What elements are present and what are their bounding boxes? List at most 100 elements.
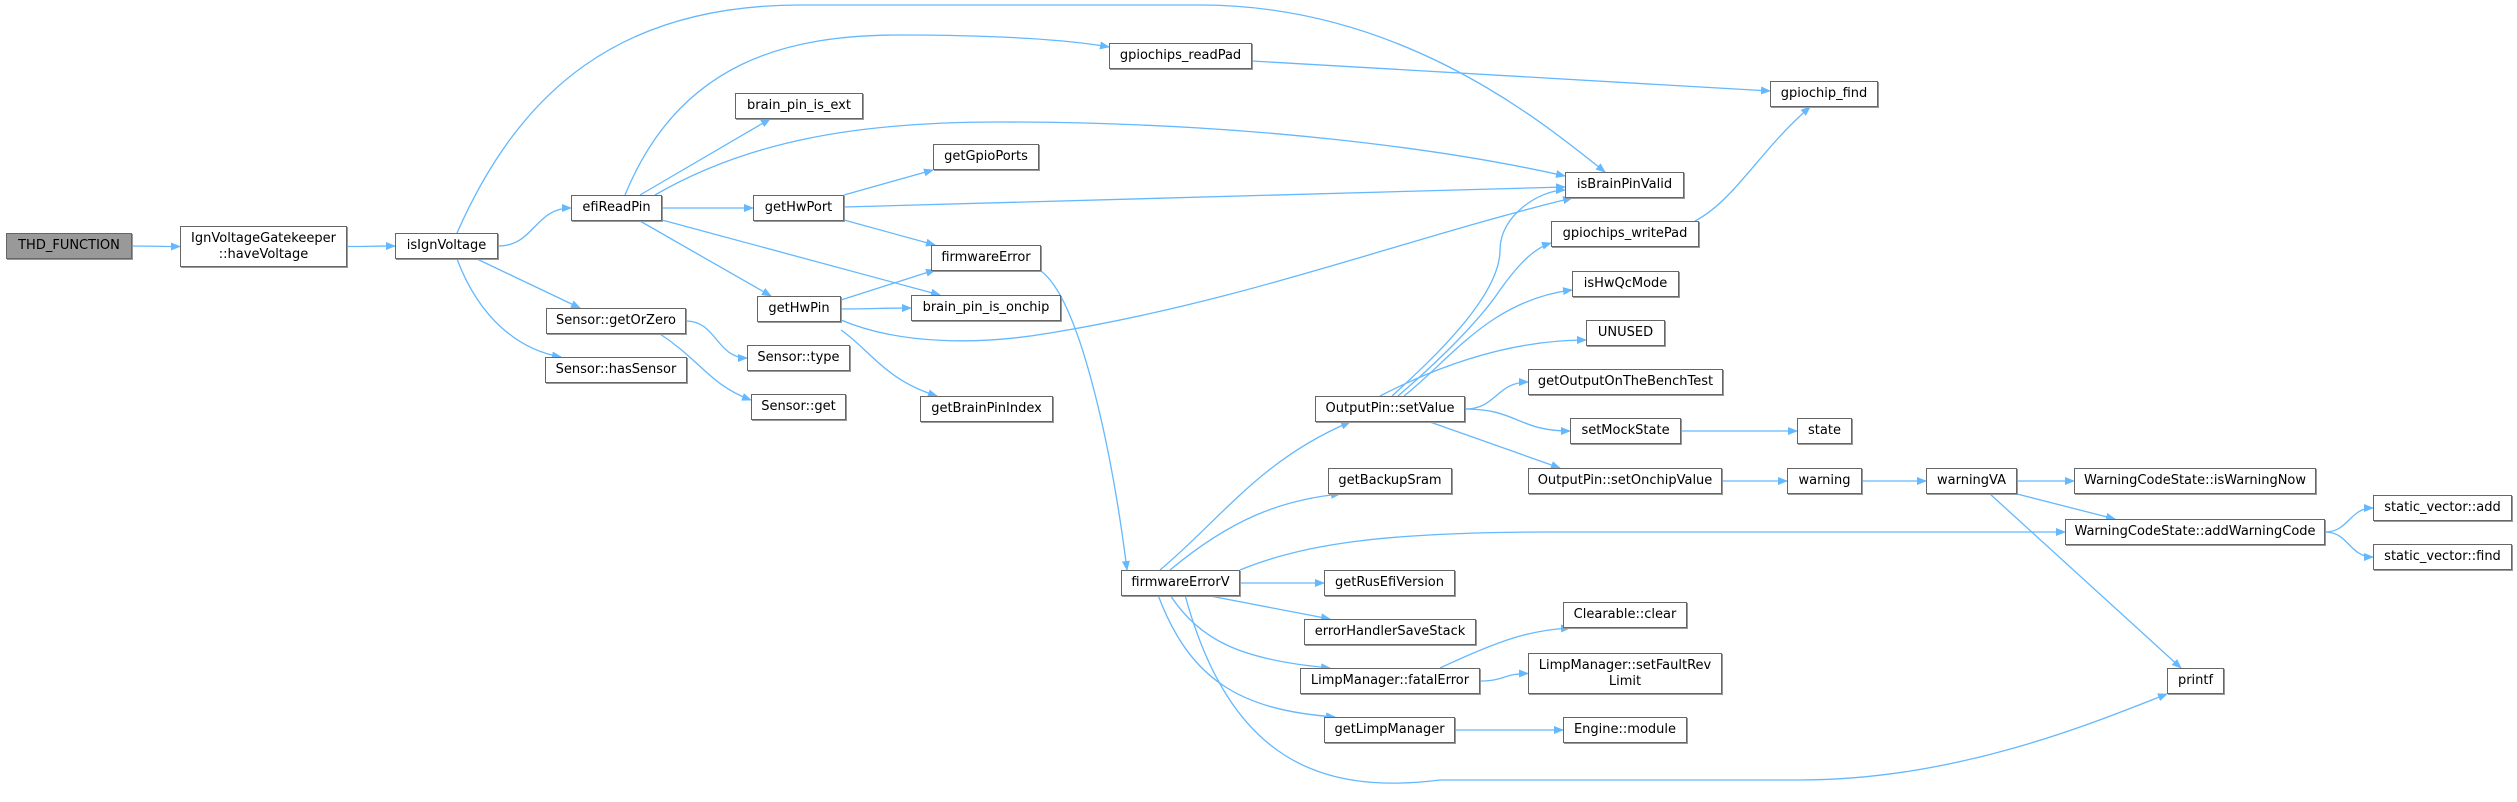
node-label: brain_pin_is_ext: [747, 98, 851, 113]
node-mock[interactable]: setMockState: [1570, 418, 1681, 444]
edge-fwerr-to-fwerrv: [1040, 270, 1130, 571]
node-label: LimpManager::setFaultRev: [1538, 657, 1712, 673]
edge-fwerrv-to-savestack: [1204, 594, 1331, 622]
node-setvalue[interactable]: OutputPin::setValue: [1315, 396, 1465, 422]
edge-efi-to-hwpin: [639, 220, 772, 297]
node-warningva[interactable]: warningVA: [1926, 468, 2017, 494]
node-hassensor[interactable]: Sensor::hasSensor: [545, 357, 687, 383]
node-writepad[interactable]: gpiochips_writePad: [1551, 221, 1699, 247]
node-label: errorHandlerSaveStack: [1314, 624, 1466, 639]
node-qc[interactable]: isHwQcMode: [1572, 271, 1679, 297]
node-label: static_vector::add: [2384, 500, 2501, 515]
node-thd[interactable]: THD_FUNCTION: [6, 233, 132, 259]
node-fwerr[interactable]: firmwareError: [931, 245, 1041, 271]
edge-hwport-to-gpioports: [843, 168, 934, 196]
node-label: isHwQcMode: [1583, 276, 1668, 291]
node-bench[interactable]: getOutputOnTheBenchTest: [1528, 369, 1723, 395]
node-label: efiReadPin: [582, 200, 651, 215]
node-stype[interactable]: Sensor::type: [747, 345, 850, 371]
edge-hwpin-to-bponchip: [840, 304, 912, 313]
node-label: isBrainPinValid: [1576, 177, 1673, 192]
node-module[interactable]: Engine::module: [1563, 717, 1687, 743]
node-label: ::haveVoltage: [218, 246, 309, 262]
edge-addwarn-to-svadd: [2324, 504, 2374, 533]
node-limp[interactable]: getLimpManager: [1324, 717, 1455, 743]
node-label: isIgnVoltage: [406, 238, 487, 253]
node-label: Sensor::getOrZero: [556, 313, 676, 328]
node-readpad[interactable]: gpiochips_readPad: [1109, 43, 1252, 69]
node-fwerrv[interactable]: firmwareErrorV: [1121, 570, 1240, 596]
node-gpioports[interactable]: getGpioPorts: [933, 144, 1039, 170]
node-label: Sensor::get: [761, 399, 836, 414]
edge-hwport-to-bpvalid: [843, 183, 1566, 208]
edge-fwerrv-to-setvalue: [1159, 421, 1351, 571]
node-unused[interactable]: UNUSED: [1586, 320, 1665, 346]
node-sram[interactable]: getBackupSram: [1328, 468, 1452, 494]
edge-setvalue-to-writepad: [1397, 241, 1552, 397]
node-label: UNUSED: [1597, 325, 1654, 340]
node-label: OutputPin::setOnchipValue: [1537, 473, 1713, 488]
node-efi[interactable]: efiReadPin: [571, 195, 662, 221]
node-label: static_vector::find: [2384, 549, 2501, 564]
node-warning[interactable]: warning: [1787, 468, 1862, 494]
node-bpindex[interactable]: getBrainPinIndex: [920, 396, 1053, 422]
edge-setvalue-to-mock: [1464, 408, 1571, 435]
node-label: brain_pin_is_onchip: [922, 300, 1050, 315]
node-label: firmwareError: [941, 250, 1031, 265]
node-label: LimpManager::fatalError: [1310, 673, 1470, 688]
edge-getorzero-to-sget: [659, 333, 752, 401]
node-svfind[interactable]: static_vector::find: [2373, 544, 2512, 570]
node-bpext[interactable]: brain_pin_is_ext: [735, 93, 863, 119]
node-label: getGpioPorts: [944, 149, 1028, 164]
node-label: THD_FUNCTION: [18, 238, 120, 253]
edge-efi-to-bpext: [639, 118, 771, 196]
node-onchip[interactable]: OutputPin::setOnchipValue: [1528, 468, 1722, 494]
node-label: warningVA: [1936, 473, 2006, 488]
node-label: printf: [2177, 673, 2214, 688]
node-svadd[interactable]: static_vector::add: [2373, 495, 2512, 521]
node-getorzero[interactable]: Sensor::getOrZero: [546, 308, 686, 334]
node-label: WarningCodeState::isWarningNow: [2083, 473, 2307, 488]
node-label: Sensor::type: [757, 350, 840, 365]
node-fatal[interactable]: LimpManager::fatalError: [1300, 668, 1480, 694]
node-bponchip[interactable]: brain_pin_is_onchip: [911, 295, 1061, 321]
node-label: state: [1808, 423, 1841, 438]
edge-efi-to-bpvalid: [654, 121, 1566, 196]
node-label: getBackupSram: [1338, 473, 1442, 488]
node-label: getHwPort: [764, 200, 833, 215]
node-ign[interactable]: IgnVoltageGatekeeper::haveVoltage: [180, 226, 347, 267]
node-hwport[interactable]: getHwPort: [753, 195, 844, 221]
node-iswarn[interactable]: WarningCodeState::isWarningNow: [2074, 468, 2316, 494]
node-label: setMockState: [1581, 423, 1670, 438]
node-state[interactable]: state: [1797, 418, 1852, 444]
node-ver[interactable]: getRusEfiVersion: [1324, 570, 1455, 596]
node-addwarn[interactable]: WarningCodeState::addWarningCode: [2065, 519, 2325, 545]
node-label: gpiochips_readPad: [1119, 48, 1242, 63]
edge-efi-to-bponchip: [661, 219, 941, 297]
node-label: getOutputOnTheBenchTest: [1537, 374, 1714, 389]
node-savestack[interactable]: errorHandlerSaveStack: [1304, 619, 1476, 645]
edge-fwerrv-to-addwarn: [1239, 528, 2066, 571]
node-hwpin[interactable]: getHwPin: [757, 296, 841, 322]
edge-addwarn-to-svfind: [2324, 531, 2374, 561]
node-bpvalid[interactable]: isBrainPinValid: [1565, 172, 1684, 198]
edge-fwerrv-to-fatal: [1169, 594, 1331, 672]
node-label: WarningCodeState::addWarningCode: [2074, 524, 2316, 539]
edge-isign-to-getorzero: [476, 258, 581, 309]
node-label: gpiochip_find: [1780, 86, 1868, 101]
node-printf[interactable]: printf: [2167, 668, 2224, 694]
edge-hwpin-to-fwerr: [840, 268, 936, 301]
node-isign[interactable]: isIgnVoltage: [395, 233, 498, 259]
edge-fwerrv-to-printf: [1184, 594, 2168, 784]
node-sget[interactable]: Sensor::get: [751, 394, 846, 420]
node-label: IgnVoltageGatekeeper: [191, 230, 336, 246]
edge-fatal-to-clear: [1439, 624, 1571, 669]
edge-isign-to-bpvalid: [456, 4, 1606, 234]
edge-efi-to-readpad: [624, 34, 1110, 196]
node-clear[interactable]: Clearable::clear: [1563, 602, 1687, 628]
node-label: firmwareErrorV: [1131, 575, 1230, 590]
node-chipfind[interactable]: gpiochip_find: [1770, 81, 1878, 107]
node-label: OutputPin::setValue: [1325, 401, 1455, 416]
